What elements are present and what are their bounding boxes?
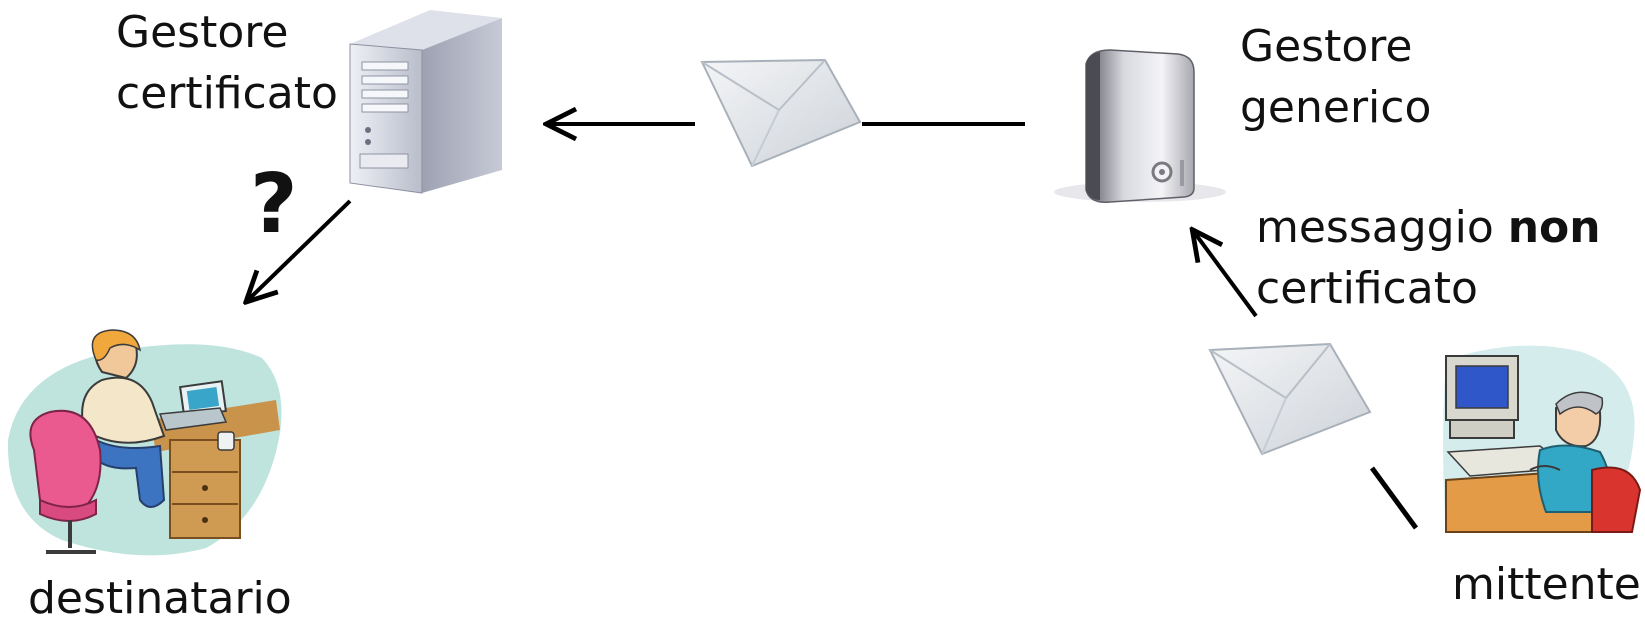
generic-manager-label-line-2: generico xyxy=(1240,77,1431,138)
message-label-emphasis: non xyxy=(1508,202,1601,253)
envelope-icon-bottom xyxy=(1210,344,1370,454)
sender-label: mittente xyxy=(1452,558,1641,612)
arrow-to-generic-manager xyxy=(1194,232,1256,316)
message-label-text: messaggio xyxy=(1256,202,1508,253)
generic-manager-label-line-1: Gestore xyxy=(1240,16,1431,77)
line-from-sender xyxy=(1372,468,1416,528)
question-mark: ? xyxy=(250,162,298,248)
certified-manager-label-line-2: certificato xyxy=(116,63,338,124)
uncertified-message-label-line-2: certificato xyxy=(1256,258,1601,319)
sender-person-at-computer-icon xyxy=(1443,346,1640,532)
envelope-icon-top xyxy=(702,60,860,166)
certified-manager-label-line-1: Gestore xyxy=(116,2,338,63)
certified-manager-label: Gestore certificato xyxy=(116,2,338,124)
uncertified-message-label-line-1: messaggio non xyxy=(1256,197,1601,258)
recipient-person-at-desk-icon xyxy=(8,330,282,555)
generic-manager-label: Gestore generico xyxy=(1240,16,1431,138)
uncertified-message-label: messaggio non certificato xyxy=(1256,197,1601,319)
generic-server-icon xyxy=(1054,50,1226,202)
recipient-label: destinatario xyxy=(28,572,292,626)
certified-server-icon xyxy=(350,10,502,193)
